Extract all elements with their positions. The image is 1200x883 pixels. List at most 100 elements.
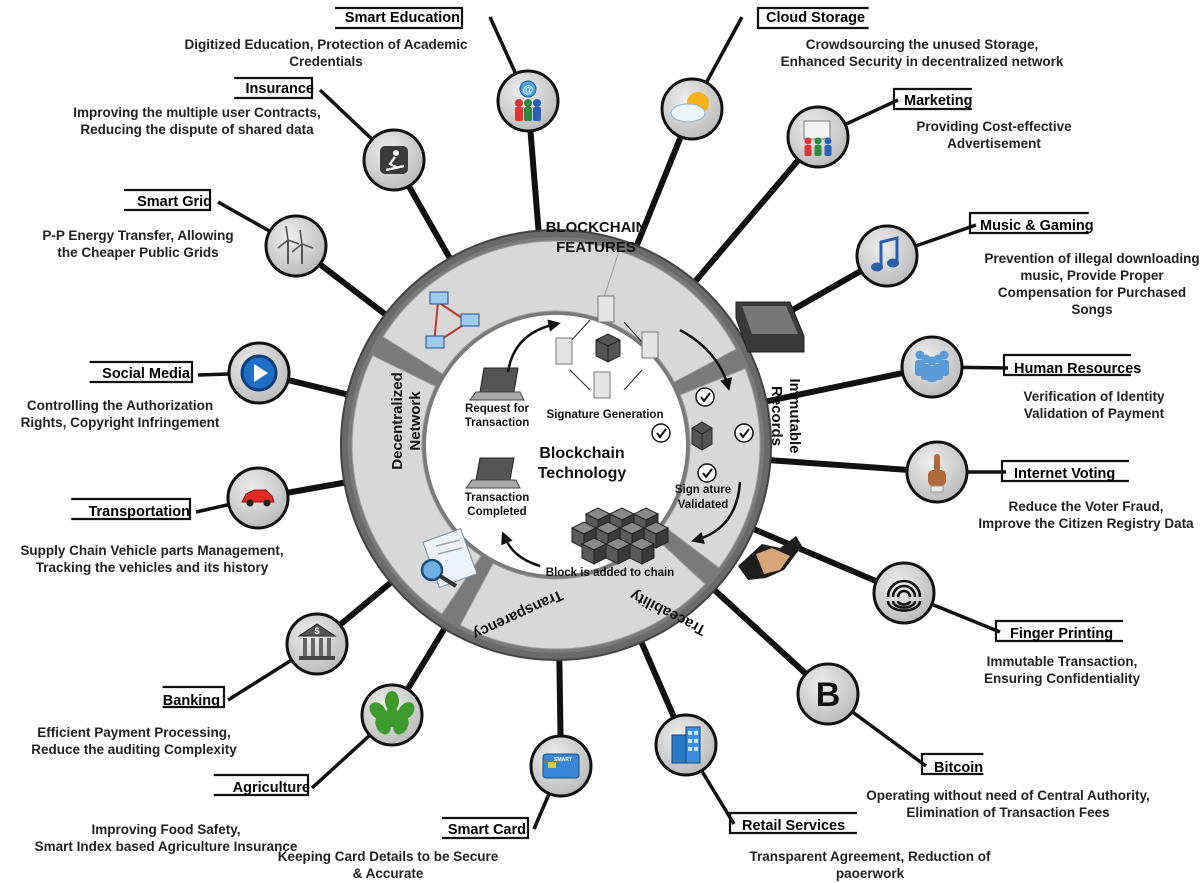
people-at-icon: @ [515,80,541,121]
app-description: the Cheaper Public Grids [57,245,218,260]
app-description: Ensuring Confidentiality [984,671,1140,686]
app-description: Immutable Transaction, [987,654,1138,669]
svg-text:Technology: Technology [538,465,627,482]
features-title-line1: BLOCKCHAIN [546,219,647,236]
leader-line [318,88,374,141]
app-title: Smart Education [345,10,460,26]
app-description: Controlling the Authorization [27,398,213,413]
wind-turbine-icon [277,225,314,264]
svg-text:Completed: Completed [467,506,526,518]
app-description: Improve the Citizen Registry Data [978,516,1194,531]
node-transportation [226,466,290,530]
app-description: music, Provide Proper [1020,268,1164,283]
app-description: Elimination of Transaction Fees [906,805,1109,820]
svg-text:Records: Records [768,386,785,446]
sector-label-decentralized-network: Decentralized Network [389,372,424,470]
app-title: Music & Gaming [980,218,1094,234]
step-signature-validated: Sign ature Validated [675,484,731,511]
validation-cube-icon [691,421,713,451]
spoke-line [317,261,390,319]
node-marketing [786,105,850,169]
svg-text:Validated: Validated [678,499,729,511]
app-title: Insurance [246,81,315,97]
app-title: Agriculture [233,780,310,796]
servers-cluster [555,295,659,399]
app-title: Retail Services [742,818,845,834]
smart-card-glyph: SMART [554,757,572,763]
app-description: Reduce the auditing Complexity [31,742,237,757]
app-description: Prevention of illegal downloading [984,251,1199,266]
process-arrows [501,319,742,568]
network-icon [425,291,480,349]
leader-line [217,200,271,233]
fingerprint-icon [886,579,922,612]
leader-line [700,769,736,825]
app-description: Enhanced Security in decentralized netwo… [781,54,1064,69]
bitcoin-icon: B [816,676,841,714]
technology-title: Blockchain Technology [538,445,627,482]
node-agriculture [360,683,424,747]
app-description: Digitized Education, Protection of Acade… [184,37,468,52]
spoke-line [767,456,908,473]
leader-line [227,658,293,702]
node-music-gaming [855,224,919,288]
check-icon [695,387,715,407]
app-description: & Accurate [353,866,424,881]
app-title: Cloud Storage [766,10,865,26]
features-title-line2: FEATURES [556,239,636,256]
svg-text:Sign ature: Sign ature [675,484,731,496]
leader-line [704,16,744,84]
app-description: Operating without need of Central Author… [866,788,1150,803]
app-description: Credentials [289,54,363,69]
play-button-icon [240,354,278,392]
spoke-line [405,624,449,691]
svg-text:$: $ [314,626,319,636]
spoke-line [691,157,801,286]
leader-line [488,16,518,75]
leader-line [195,502,230,514]
step-transaction-completed: Transaction Completed [465,492,530,518]
app-description: Crowdsourcing the unused Storage, [806,37,1039,52]
app-description: Rights, Copyright Infringement [21,415,220,430]
app-title: Smart Card [448,822,526,838]
laptop-icon-request [469,367,525,401]
app-description: Advertisement [947,136,1041,151]
spoke-line [527,130,542,234]
check-icon [651,423,671,443]
app-title: Smart Grid [137,194,212,210]
app-description: Reduce the Voter Fraud, [1008,499,1163,514]
leader-line [197,372,230,377]
app-description: Transparent Agreement, Reduction of [749,849,991,864]
app-description: Validation of Payment [1024,406,1165,421]
check-marks [651,387,754,483]
node-human-resources [900,335,964,399]
car-icon [241,489,275,507]
presentation-icon [803,120,832,156]
svg-text:Transaction: Transaction [465,492,530,504]
document-magnifier-icon [420,527,478,589]
handshake-icon [738,536,802,580]
music-note-icon [871,236,899,272]
app-title: Bitcoin [934,760,983,776]
app-description: Providing Cost-effective [916,119,1072,134]
application-nodes: @ $ B SMART [226,69,969,798]
app-description: Keeping Card Details to be Secure [278,849,499,864]
node-retail-services [654,713,718,777]
app-description: Supply Chain Vehicle parts Management, [20,543,283,558]
app-title: Finger Printing [1010,626,1113,642]
app-description: Improving the multiple user Contracts, [73,105,321,120]
spoke-line [556,656,564,737]
app-title: Internet Voting [1014,466,1115,482]
